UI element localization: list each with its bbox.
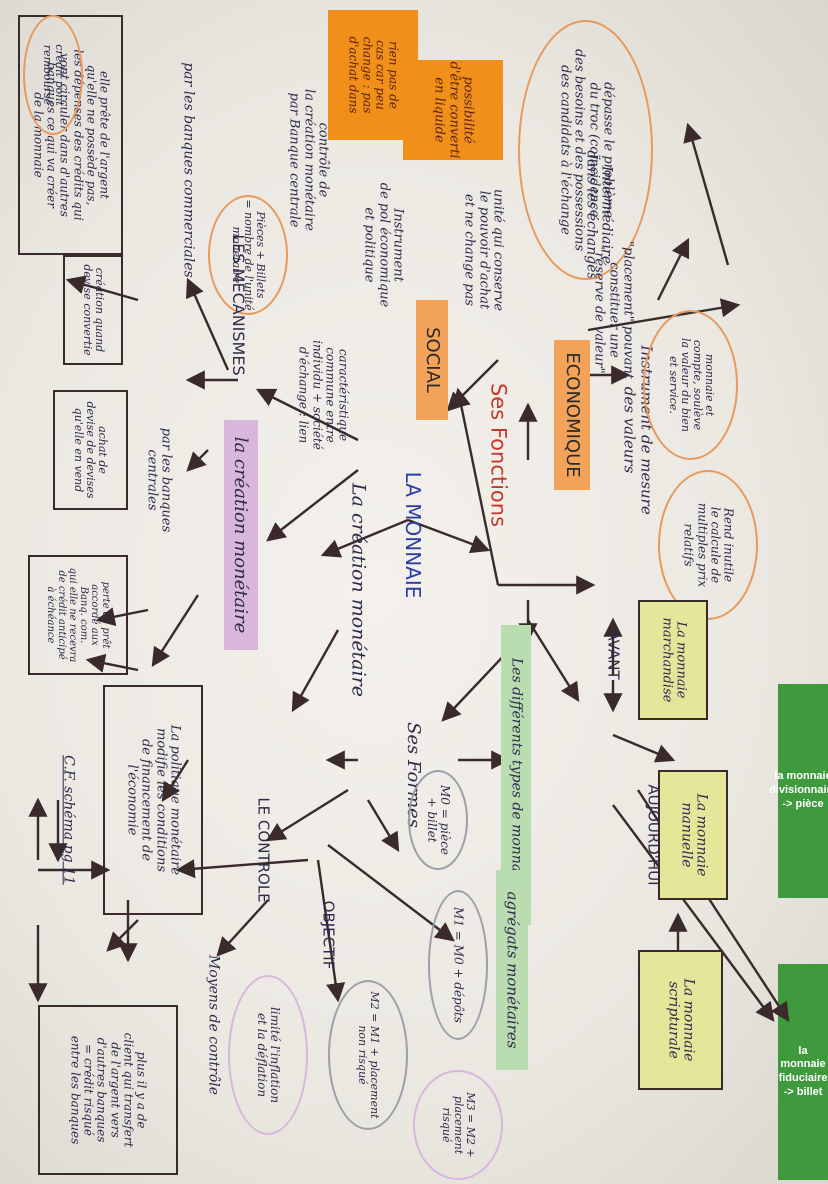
center-title: LA MONNAIE (401, 471, 425, 599)
m1-text: M1 = M0 + dépôts (451, 907, 466, 1023)
caracteristique-text: caractéristique commune entre individu +… (296, 340, 351, 450)
achat-text: achat de devise de devises qu'elle en ve… (71, 401, 110, 499)
arrow (683, 122, 730, 266)
mecanismes-label: LES MECANISMES (228, 234, 248, 376)
arrow (65, 275, 139, 302)
credit-text: crédit pont remboursé (41, 44, 67, 106)
note-monnaie-divisionnaire: la monnaie divisionnaire -> pièce (769, 684, 828, 898)
marchandise-text: La monnaie marchandise (659, 617, 689, 703)
fonctions-heading: Ses Fonctions (486, 382, 511, 528)
avant-label: AVANT (604, 630, 623, 680)
controle-creation-text: contrôle de la création monétaire par Ba… (286, 89, 331, 231)
perte-text: perte de prêt accordé aux Banq. com. qui… (45, 567, 111, 663)
monnaie-compte-text: monnaie et compte, soulève la valeur du … (666, 338, 717, 432)
creation-quand-text: création quand devise convertie (81, 264, 107, 356)
moyens-text: Moyens de contrôle (205, 954, 222, 1096)
possibilite-text: possibilité d'être converti en liquide (431, 61, 476, 159)
arrow (151, 594, 200, 668)
politique-text: La politique monétaire modifie les condi… (124, 724, 183, 876)
arrow (612, 733, 676, 763)
arrow (266, 469, 359, 542)
arrow (291, 629, 340, 713)
limite-text: limité l'inflation et la déflation (255, 1006, 283, 1104)
arrow (161, 759, 190, 803)
objectif-label: OBJECTIF (319, 900, 338, 970)
scripturale-text: La monnaie scripturale (665, 978, 697, 1062)
arrow (407, 518, 491, 554)
arrow (526, 619, 580, 703)
economique-label: ECONOMIQUE (561, 352, 583, 478)
social-label: SOCIAL (421, 327, 443, 393)
types-label: Les différents types de monnaies (508, 657, 525, 893)
arrow (366, 799, 400, 853)
arrow (451, 387, 500, 586)
par-centrales-text: par les banques centrales (144, 427, 174, 533)
cf-text: C.F. schéma pg 11 (60, 755, 77, 885)
unite-text: unité qui conserve le pouvoir d'achat et… (461, 188, 506, 312)
arrow (186, 277, 230, 371)
rend-inutile-text: Rend inutile le calcule de multiples pri… (681, 502, 736, 588)
arrow (612, 804, 775, 1022)
par-commerciales-text: par les banques commerciales (180, 62, 197, 278)
arrow (175, 858, 309, 879)
manuelle-text: La monnaie manuelle (678, 793, 710, 877)
creation-title: La création monétaire (347, 482, 370, 698)
arrow (265, 788, 349, 842)
note-monnaie-fiduciaire: la monnaie fiduciaire -> billet (778, 964, 828, 1180)
arrow (316, 859, 346, 1003)
arrow (216, 899, 269, 957)
arrow (95, 607, 149, 627)
controle-label: LE CONTROLE (254, 797, 273, 903)
arrow (446, 359, 499, 412)
m2-text: M2 = M1 + placement non risqué (356, 991, 382, 1119)
creation-label: la création monétaire (229, 436, 251, 634)
m3-text: M3 = M2 + placement risqué (439, 1092, 478, 1158)
m0-text: M0 = pièce + billet (425, 784, 453, 856)
arrow (186, 449, 209, 472)
arrow (106, 919, 139, 952)
arrow (320, 518, 409, 558)
arrow (255, 388, 359, 442)
agregats-label: agrégats monétaires (503, 891, 522, 1049)
plus-il-text: plus il y a de client qui transfert de l… (68, 1032, 149, 1148)
instrument-politique-text: Instrument de pol économique et politiqu… (361, 182, 406, 308)
arrow (327, 844, 455, 942)
placement-text: "placement" pouvant constituer une "rése… (591, 240, 636, 380)
rien-text: rien pas de cas car peu change : pas d'a… (346, 36, 401, 114)
arrow (656, 237, 690, 301)
arrow (85, 653, 139, 673)
arrow (587, 298, 741, 332)
depasse-text: dépasse le problème du troc (coïncidence… (557, 48, 616, 252)
